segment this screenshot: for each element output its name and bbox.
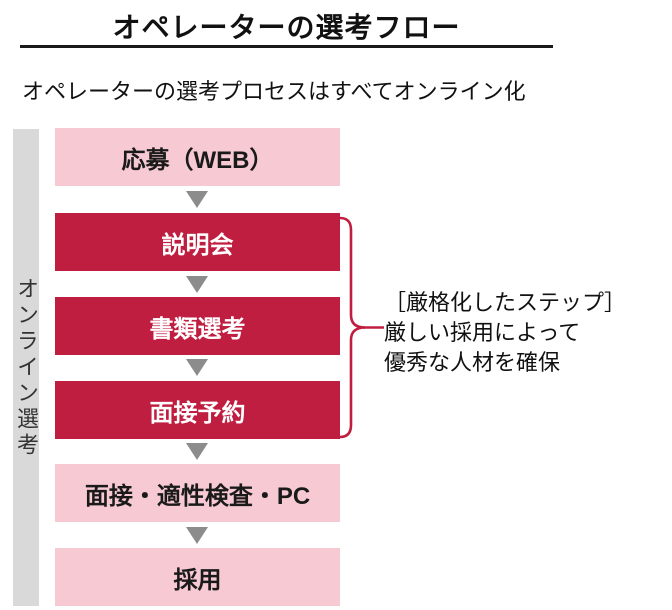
arrow-down-icon [186, 191, 208, 208]
step-box-interview-aptitude-pc: 面接・適性検査・PC [55, 464, 340, 522]
step-box-document-screening: 書類選考 [55, 297, 340, 355]
step-label: 説明会 [161, 231, 234, 259]
page-title: オペレーターの選考フロー [112, 12, 461, 43]
strict-steps-bracket-icon [338, 216, 384, 439]
step-label: 書類選考 [149, 315, 246, 343]
sidebar-vertical-label: オンライン選考 [14, 276, 39, 459]
arrow-down-icon [186, 443, 208, 460]
step-label: 面接・適性検査・PC [84, 482, 311, 510]
online-selection-sidebar: オンライン選考 [13, 129, 39, 606]
title-underline [20, 45, 553, 48]
annotation-block: ［厳格化したステップ］ 厳しい採用によって 優秀な人材を確保 [384, 288, 626, 378]
page-subtitle: オペレーターの選考プロセスはすべてオンライン化 [22, 79, 526, 104]
step-box-briefing-session: 説明会 [55, 213, 340, 271]
arrow-down-icon [186, 276, 208, 293]
step-label: 採用 [173, 566, 222, 594]
step-label: 応募（WEB） [121, 146, 274, 174]
step-box-interview-reservation: 面接予約 [55, 381, 340, 439]
arrow-down-icon [186, 527, 208, 544]
step-box-hire: 採用 [55, 548, 340, 606]
step-box-apply-web: 応募（WEB） [55, 128, 340, 186]
arrow-down-icon [186, 359, 208, 376]
annotation-line: 厳しい採用によって [384, 320, 581, 345]
annotation-line: 優秀な人材を確保 [384, 350, 561, 375]
annotation-heading: ［厳格化したステップ］ [384, 290, 627, 315]
step-label: 面接予約 [149, 399, 246, 427]
